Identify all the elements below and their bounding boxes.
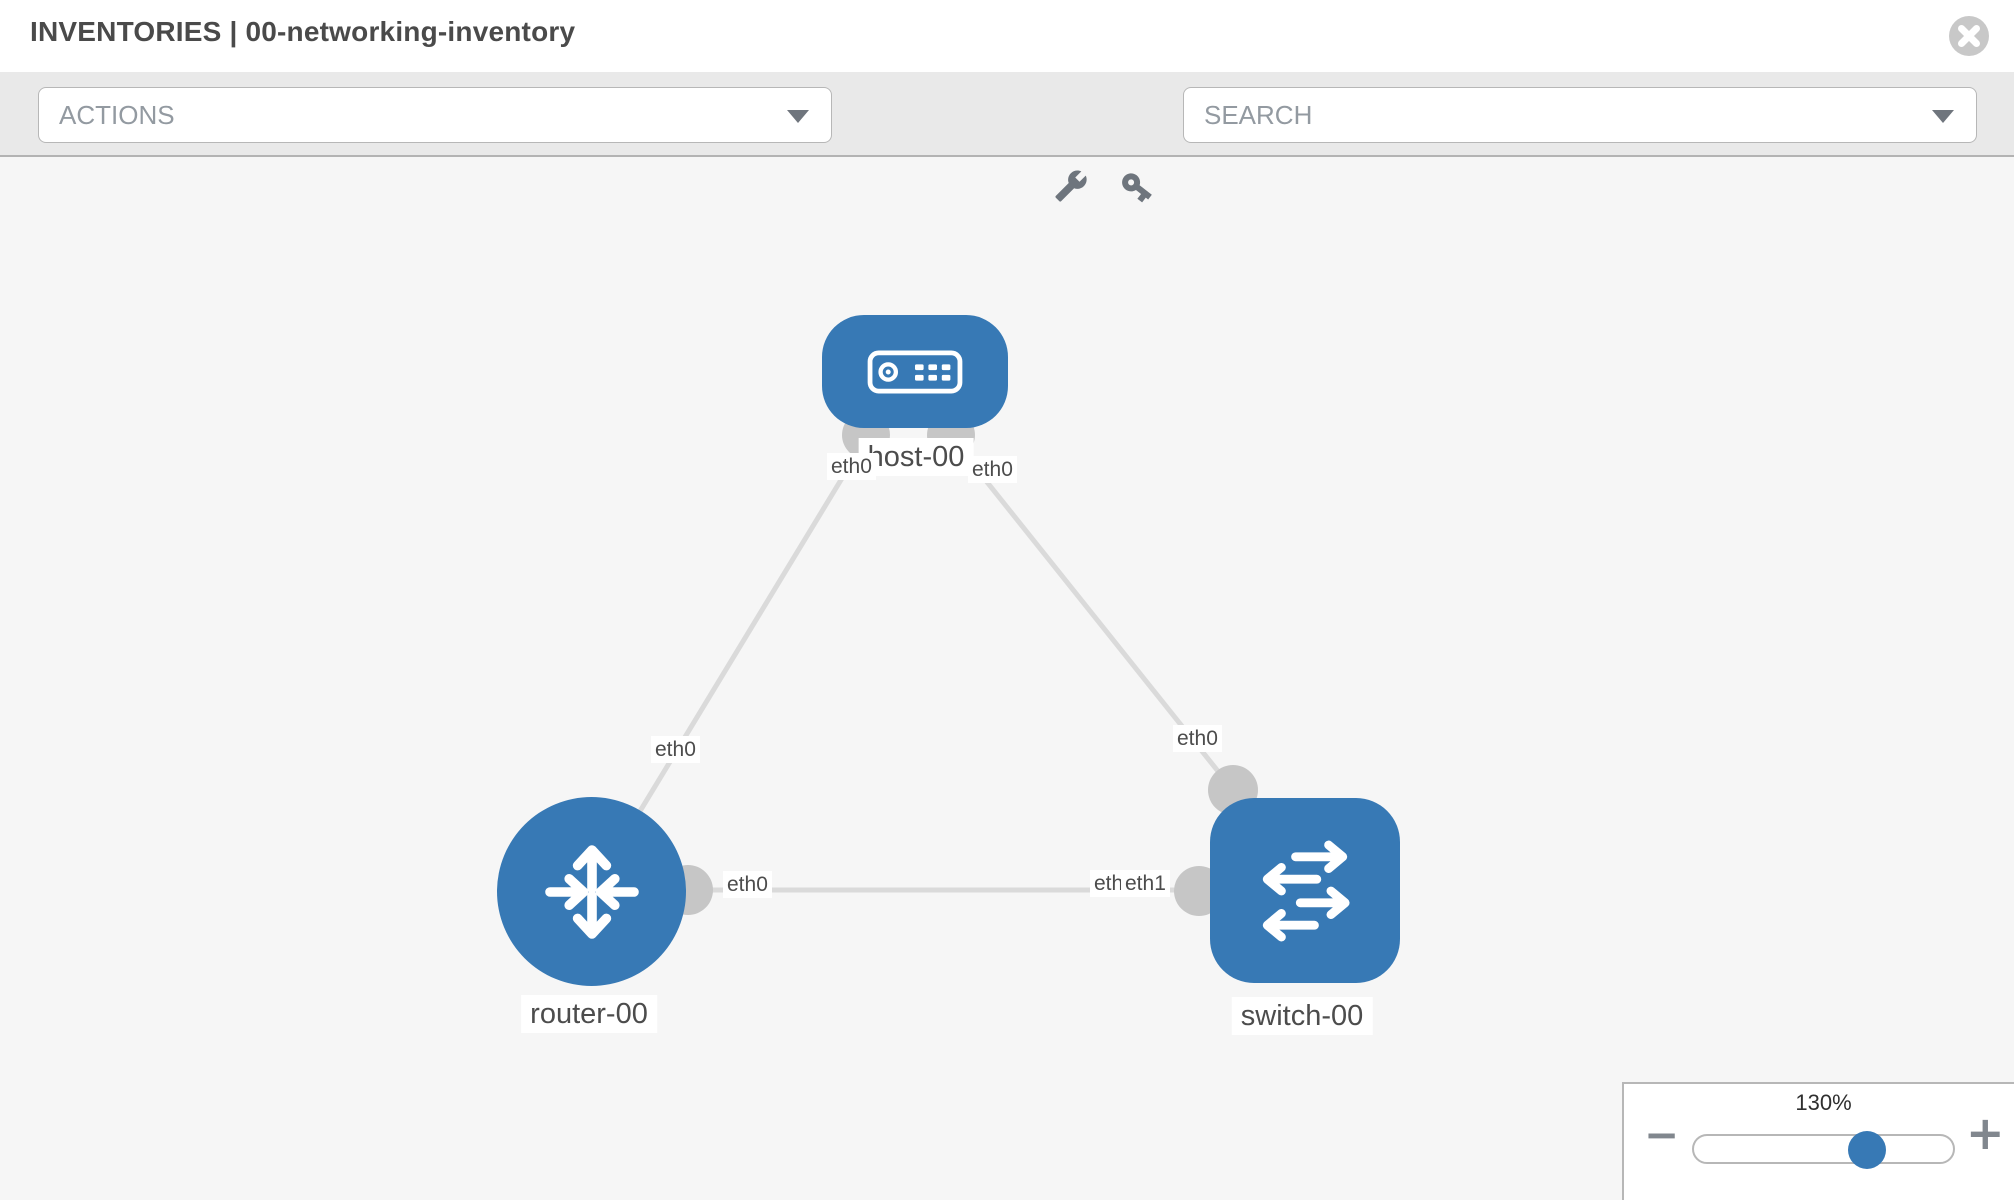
actions-dropdown[interactable]: ACTIONS [38,87,832,143]
zoom-level-value: 130% [1795,1090,1852,1115]
interface-label: eth0 [1173,725,1222,753]
chevron-down-icon [1932,110,1954,123]
zoom-panel: 130% − + [1622,1082,2014,1200]
topology-canvas[interactable]: host-00 router-00 switch-00 eth0 eth0 et… [0,157,2014,1200]
close-button[interactable] [1948,15,1990,57]
zoom-slider-thumb[interactable] [1848,1131,1886,1169]
node-label-router: router-00 [521,995,657,1034]
node-label-host: host-00 [858,438,974,477]
toolbar: ACTIONS SEARCH [0,72,2014,203]
zoom-in-button[interactable]: + [1966,1106,2005,1160]
wrench-button[interactable] [1054,169,1088,203]
search-dropdown[interactable]: SEARCH [1183,87,1977,143]
zoom-out-button[interactable]: − [1644,1110,1680,1159]
key-button[interactable] [1119,169,1155,205]
interface-label: eth0 [827,453,876,481]
search-dropdown-label: SEARCH [1204,99,1313,130]
page-title: INVENTORIES | 00-networking-inventory [30,16,576,47]
interface-label: eth0 [651,736,700,764]
topology-links-layer [588,411,1258,916]
close-icon [1948,16,1990,61]
wrench-icon [1054,169,1088,203]
key-icon [1119,169,1155,205]
interface-label: eth0 [968,456,1017,484]
node-label-switch: switch-00 [1231,997,1373,1036]
node-router-00[interactable] [497,797,686,986]
zoom-slider[interactable] [1692,1131,1955,1169]
interface-label: eth0 [723,871,772,899]
page-header: INVENTORIES | 00-networking-inventory [0,0,2014,72]
switch-icon-node[interactable] [1210,798,1400,983]
chevron-down-icon [787,110,809,123]
actions-dropdown-label: ACTIONS [59,99,175,130]
interface-label: eth1 [1121,870,1170,898]
node-host-00[interactable] [822,315,1008,428]
